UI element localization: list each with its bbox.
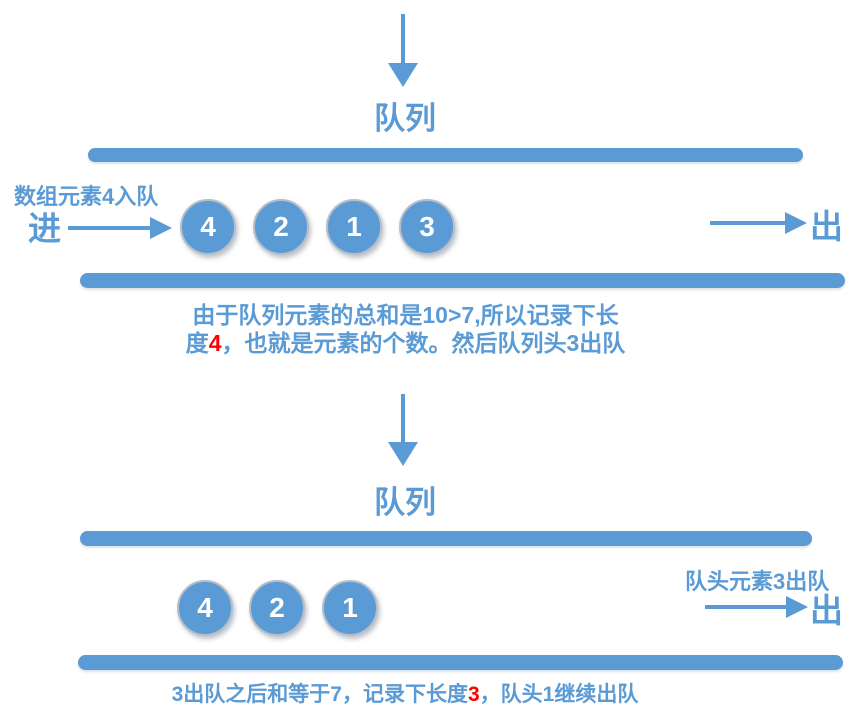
- caption-highlight: 4: [208, 330, 222, 356]
- queue-item-value: 4: [200, 211, 216, 242]
- queue-lower-wall-top: [80, 273, 845, 288]
- in-label: 进: [28, 210, 61, 247]
- caption-text: 3出队之后和等于7，记录下长度: [171, 683, 468, 706]
- caption-text: 度: [185, 330, 209, 356]
- arrow-head: [786, 596, 808, 618]
- down-arrow-icon: [388, 394, 418, 466]
- arrow-shaft: [710, 221, 787, 225]
- queue-item-circle: 4: [177, 580, 233, 636]
- caption-text: ，也就是元素的个数。然后队列头3出队: [221, 330, 626, 356]
- caption-top: 由于队列元素的总和是10>7,所以记录下长 度4，也就是元素的个数。然后队列头3…: [63, 301, 748, 357]
- out-arrow-icon: [710, 212, 807, 234]
- caption-text: 由于队列元素的总和是10>7,所以记录下长: [192, 302, 619, 328]
- caption-text: ，队头1继续出队: [479, 683, 639, 706]
- caption-highlight: 3: [467, 683, 480, 706]
- queue-item-value: 2: [273, 211, 289, 242]
- arrow-head: [388, 442, 418, 466]
- out-label-bottom: 出: [810, 592, 843, 629]
- arrow-head: [785, 212, 807, 234]
- queue-item-value: 2: [269, 592, 285, 623]
- arrow-head: [388, 63, 418, 87]
- queue-lower-wall-bottom: [78, 655, 843, 670]
- queue-item-circle: 1: [322, 580, 378, 636]
- queue-item-circle: 4: [180, 199, 236, 255]
- down-arrow-icon: [388, 14, 418, 87]
- arrow-shaft: [401, 14, 405, 67]
- queue-item-circle: 3: [399, 199, 455, 255]
- enqueue-label: 数组元素4入队: [14, 184, 159, 209]
- arrow-shaft: [68, 226, 152, 230]
- queue-upper-wall-top: [88, 148, 803, 162]
- out-arrow-icon: [705, 596, 808, 618]
- queue-title-top: 队列: [374, 101, 436, 136]
- queue-item-value: 1: [346, 211, 362, 242]
- queue-title-bottom: 队列: [374, 485, 436, 520]
- queue-item-value: 3: [419, 211, 435, 242]
- caption-bottom: 3出队之后和等于7，记录下长度3，队头1继续出队: [35, 682, 775, 707]
- out-label-top: 出: [810, 208, 843, 245]
- queue-item-value: 1: [342, 592, 358, 623]
- queue-item-value: 4: [197, 592, 213, 623]
- queue-item-circle: 1: [326, 199, 382, 255]
- dequeue-label: 队头元素3出队: [685, 569, 830, 594]
- queue-item-circle: 2: [253, 199, 309, 255]
- arrow-shaft: [705, 605, 788, 609]
- arrow-head: [150, 217, 172, 239]
- arrow-shaft: [401, 394, 405, 446]
- in-arrow-icon: [68, 217, 172, 239]
- queue-item-circle: 2: [249, 580, 305, 636]
- caption-line: 由于队列元素的总和是10>7,所以记录下长: [63, 301, 748, 329]
- queue-upper-wall-bottom: [80, 531, 812, 546]
- caption-line: 度4，也就是元素的个数。然后队列头3出队: [63, 329, 748, 357]
